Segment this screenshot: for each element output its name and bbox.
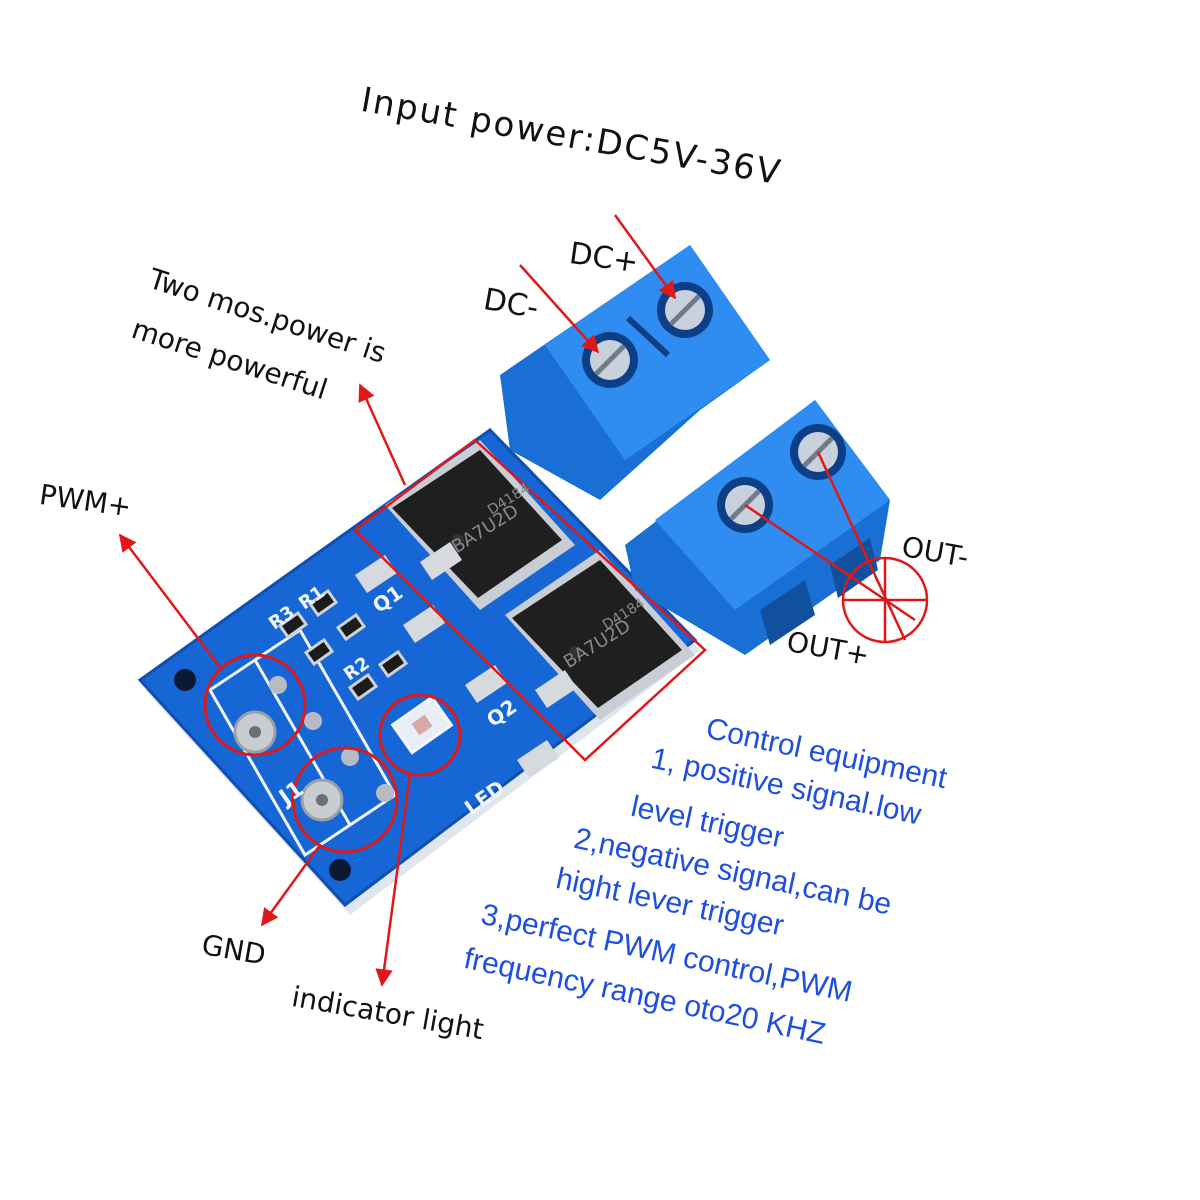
annotation-arrows [118,214,677,987]
dc-plus-arrow [613,214,677,300]
led-component [390,695,454,755]
input-terminal-block [500,245,770,500]
mount-hole [174,669,196,691]
pwm-arrow [118,533,223,671]
gnd-highlight-circle [291,746,399,854]
mosfet-q2 [465,550,695,778]
mosfet-q1 [355,440,575,643]
j1-pads [233,676,394,822]
led-arrow [375,774,412,987]
mount-hole [329,859,351,881]
pwm-highlight-circle [203,653,307,757]
dc-minus-arrow [519,264,600,354]
mos-arrow [358,383,407,486]
gnd-arrow [260,844,322,927]
led-highlight-circle [378,693,462,777]
mos-highlight-box [353,438,707,762]
load-symbol-icon [744,451,929,644]
smd-resistors [277,588,409,702]
